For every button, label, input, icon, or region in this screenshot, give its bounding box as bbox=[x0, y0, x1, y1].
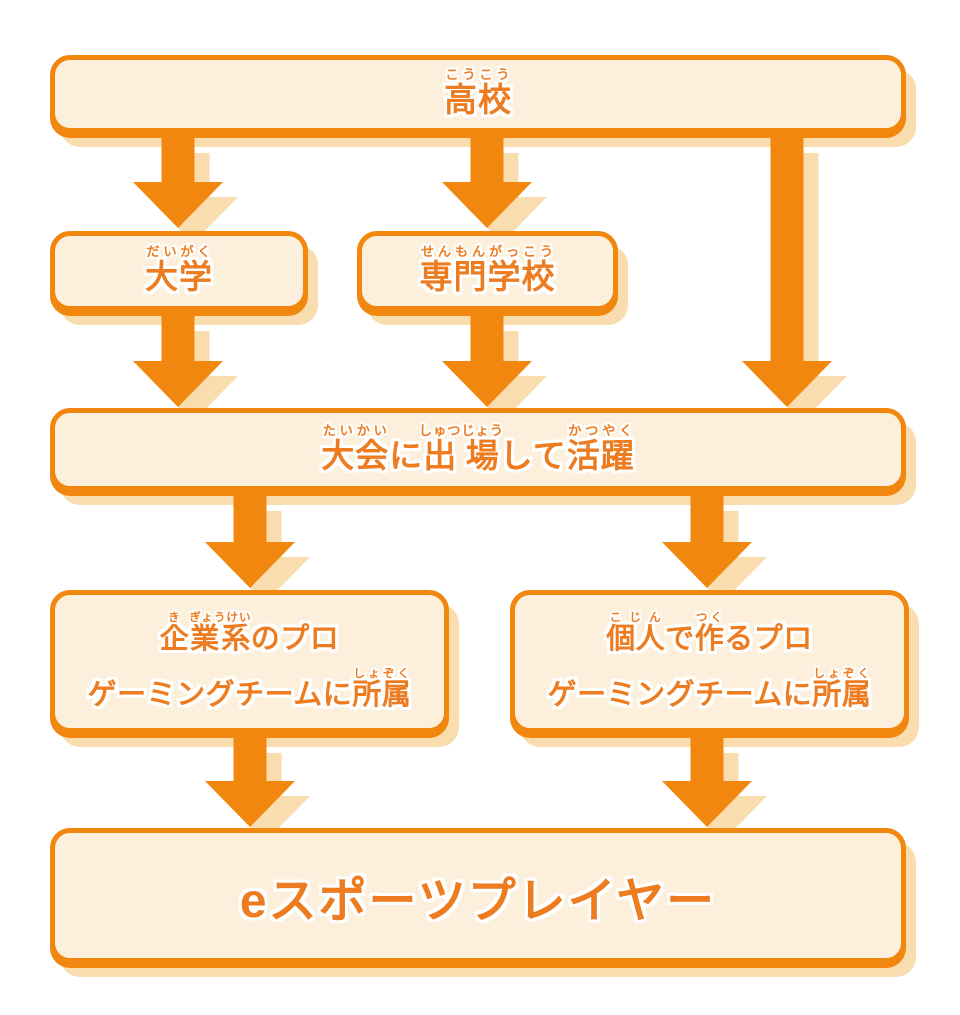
arrow-tournament-to-personal_team bbox=[662, 496, 752, 588]
arrow-personal_team-to-esports_player bbox=[662, 738, 752, 827]
arrow-university-to-tournament bbox=[133, 316, 223, 407]
node-vocational-school: 専門学校せんもんがっこう bbox=[357, 231, 618, 311]
node-university-label: 大学だいがく bbox=[145, 244, 213, 295]
node-highschool-label: 高校こうこう bbox=[444, 67, 512, 118]
node-personal-team-label-line1: 個人こじんで作つくるプロ bbox=[606, 610, 813, 655]
node-esports-player: eスポーツプレイヤー bbox=[50, 828, 906, 963]
node-highschool: 高校こうこう bbox=[50, 55, 906, 133]
node-vocational-school-label: 専門学校せんもんがっこう bbox=[419, 244, 556, 295]
node-corporate-team: 企き業系ぎょうけいのプロ ゲーミングチームに所属しょぞく bbox=[50, 590, 449, 733]
node-corporate-team-label-line1: 企き業系ぎょうけいのプロ bbox=[159, 610, 340, 655]
arrow-highschool-to-vocational_school bbox=[442, 138, 532, 228]
arrow-corporate_team-to-esports_player bbox=[205, 738, 295, 827]
node-corporate-team-label-line2: ゲーミングチームに所属しょぞく bbox=[87, 666, 412, 711]
node-tournament: 大会たいかいに出場しゅつじょうして活躍かつやく bbox=[50, 408, 906, 491]
node-tournament-label: 大会たいかいに出場しゅつじょうして活躍かつやく bbox=[321, 422, 635, 474]
node-university: 大学だいがく bbox=[50, 231, 308, 311]
arrow-shadow-highschool-to-tournament bbox=[757, 153, 847, 422]
node-personal-team: 個人こじんで作つくるプロ ゲーミングチームに所属しょぞく bbox=[510, 590, 909, 733]
arrow-shadow-highschool-to-university bbox=[148, 153, 238, 243]
arrow-tournament-to-corporate_team bbox=[205, 496, 295, 588]
node-esports-player-label: eスポーツプレイヤー bbox=[239, 874, 717, 928]
node-personal-team-label-line2: ゲーミングチームに所属しょぞく bbox=[547, 666, 872, 711]
arrow-shadow-highschool-to-vocational_school bbox=[457, 153, 547, 243]
arrow-vocational_school-to-tournament bbox=[442, 316, 532, 407]
arrow-highschool-to-university bbox=[133, 138, 223, 228]
arrow-highschool-to-tournament bbox=[742, 138, 832, 407]
